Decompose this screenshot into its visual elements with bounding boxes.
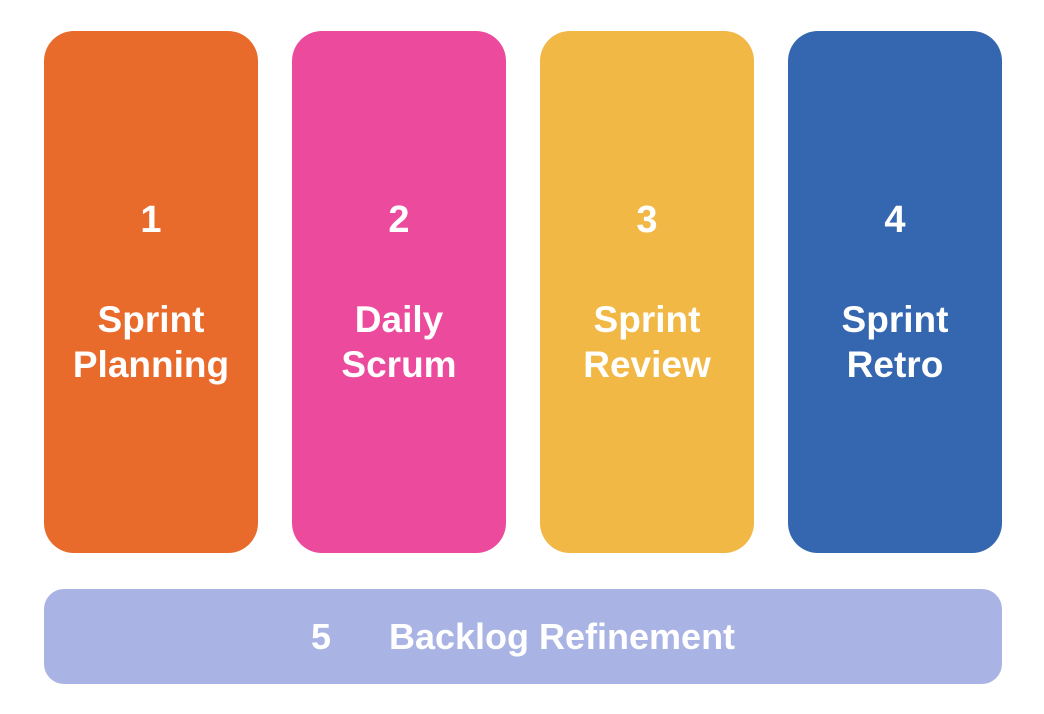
card-label-line2: Review bbox=[583, 343, 711, 385]
backlog-refinement-bar: 5 Backlog Refinement bbox=[44, 589, 1002, 684]
card-number: 1 bbox=[140, 198, 162, 241]
card-label-line1: Sprint bbox=[593, 298, 701, 340]
card-label: Sprint Review bbox=[583, 297, 711, 387]
scrum-events-row: 1 Sprint Planning 2 Daily Scrum 3 Sprint… bbox=[44, 31, 1002, 553]
bar-number: 5 bbox=[310, 615, 331, 657]
card-number: 2 bbox=[388, 198, 410, 241]
card-label-line2: Planning bbox=[72, 343, 230, 385]
card-label: Sprint Retro bbox=[842, 297, 949, 387]
card-label-line2: Retro bbox=[846, 343, 944, 385]
card-label-line1: Sprint bbox=[841, 298, 949, 340]
card-number: 4 bbox=[884, 198, 906, 241]
card-sprint-review: 3 Sprint Review bbox=[540, 31, 754, 553]
card-label-line1: Sprint bbox=[97, 298, 205, 340]
card-daily-scrum: 2 Daily Scrum bbox=[292, 31, 506, 553]
card-sprint-planning: 1 Sprint Planning bbox=[44, 31, 258, 553]
card-number: 3 bbox=[636, 198, 658, 241]
card-label-line2: Scrum bbox=[341, 343, 457, 385]
bar-label: Backlog Refinement bbox=[388, 615, 736, 657]
card-label: Daily Scrum bbox=[341, 297, 456, 387]
card-label: Sprint Planning bbox=[73, 297, 229, 387]
card-sprint-retro: 4 Sprint Retro bbox=[788, 31, 1002, 553]
card-label-line1: Daily bbox=[354, 298, 444, 340]
